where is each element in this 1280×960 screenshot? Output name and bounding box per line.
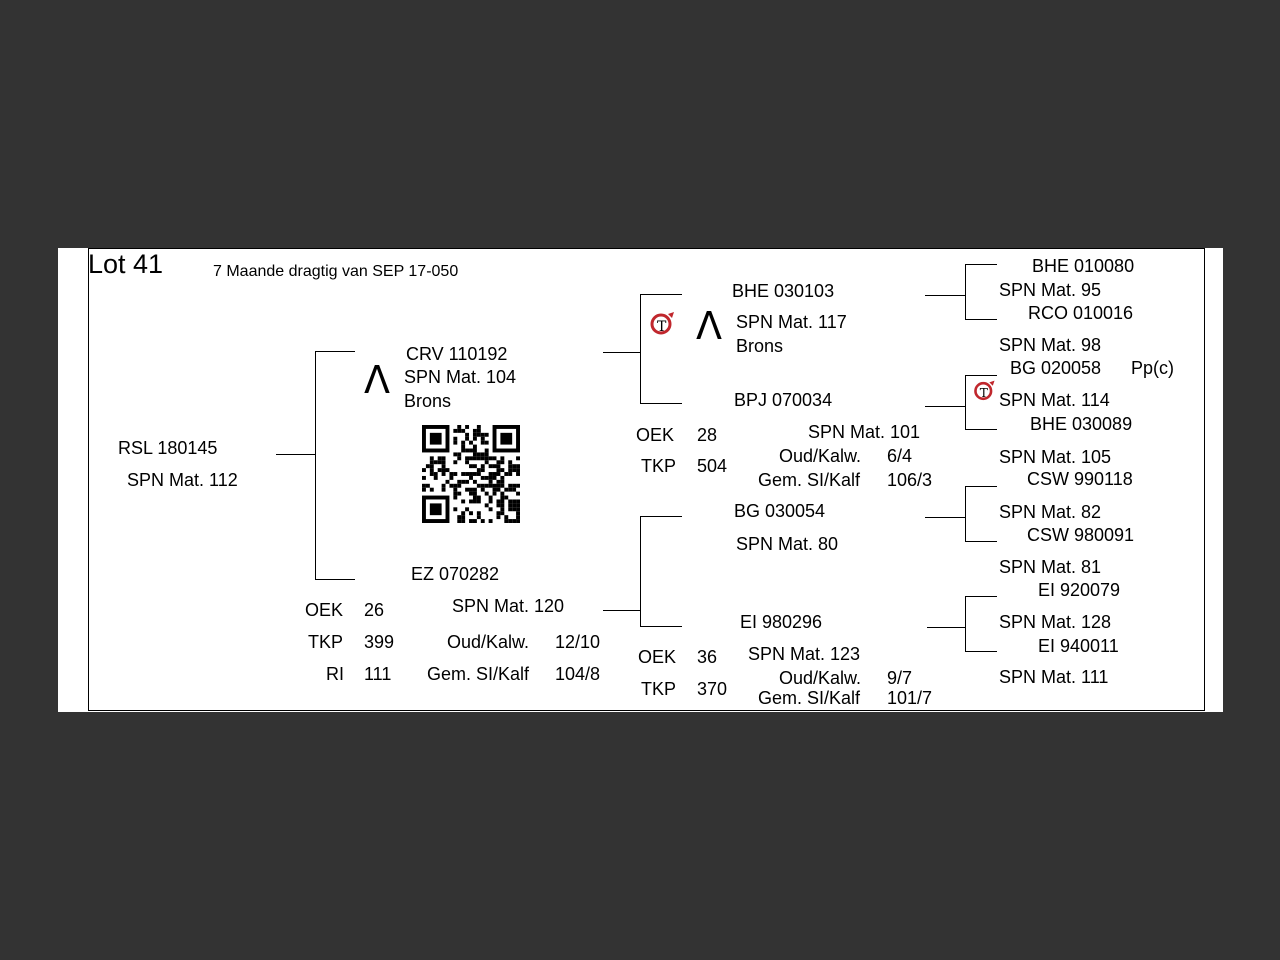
sire-dam-gem-label: Gem. SI/Kalf: [758, 470, 861, 490]
sire-dam-oud-label: Oud/Kalw.: [779, 446, 862, 466]
dam-ri-label: RI: [326, 664, 344, 684]
connector-line: [965, 375, 997, 376]
connector-line: [965, 319, 997, 320]
sire-dam-oek-label: OEK: [636, 425, 675, 445]
connector-line: [925, 295, 966, 296]
pedigree-page: Lot 41 7 Maande dragtig van SEP 17-050 R…: [58, 248, 1223, 712]
gt-logo-icon: T: [648, 311, 678, 337]
connector-line: [315, 579, 355, 580]
dam-dam-oud: 9/7: [887, 668, 913, 688]
connector-line: [640, 626, 682, 627]
dam-dam-gem-label: Gem. SI/Kalf: [758, 688, 861, 708]
connector-line: [965, 541, 997, 542]
dam-sire-dam-mat: SPN Mat. 81: [999, 557, 1102, 577]
connector-line: [965, 375, 966, 430]
dam-dam-gem: 101/7: [887, 688, 933, 708]
sire-sire-sire-mat: SPN Mat. 95: [999, 280, 1102, 300]
sire-dam-oek: 28: [697, 425, 718, 445]
dam-id: EZ 070282: [411, 564, 500, 584]
animal-mat: SPN Mat. 112: [127, 470, 238, 490]
dam-ri: 111: [364, 664, 392, 684]
dam-oud-label: Oud/Kalw.: [447, 632, 530, 652]
connector-line: [276, 454, 316, 455]
dam-dam-oek: 36: [697, 647, 718, 667]
dam-sire-id: BG 030054: [734, 501, 826, 521]
dam-gem: 104/8: [555, 664, 601, 684]
sire-dam-sire-mat: SPN Mat. 114: [999, 390, 1110, 410]
animal-id: RSL 180145: [118, 438, 218, 458]
sire-dam-sire-tag: Pp(c): [1131, 358, 1175, 378]
dam-dam-oek-label: OEK: [638, 647, 677, 667]
sire-sire-grade: Brons: [736, 336, 784, 356]
dam-tkp-label: TKP: [308, 632, 344, 652]
connector-line: [315, 351, 316, 580]
sire-sire-id: BHE 030103: [732, 281, 835, 301]
dam-dam-dam-id: EI 940011: [1038, 636, 1119, 656]
connector-line: [315, 351, 355, 352]
connector-line: [927, 627, 966, 628]
connector-line: [925, 517, 966, 518]
dam-mat: SPN Mat. 120: [452, 596, 565, 616]
sire-mark: Λ: [364, 358, 390, 402]
connector-line: [603, 352, 641, 353]
gt-logo-icon: T: [972, 379, 1002, 405]
dam-dam-dam-mat: SPN Mat. 111: [999, 667, 1109, 687]
dam-gem-label: Gem. SI/Kalf: [427, 664, 530, 684]
svg-text:T: T: [657, 319, 667, 335]
dam-oek: 26: [364, 600, 385, 620]
sire-dam-dam-mat: SPN Mat. 105: [999, 447, 1112, 467]
connector-line: [640, 516, 682, 517]
dam-dam-mat: SPN Mat. 123: [748, 644, 861, 664]
dam-dam-sire-mat: SPN Mat. 128: [999, 612, 1112, 632]
sire-dam-gem: 106/3: [887, 470, 933, 490]
connector-line: [925, 406, 966, 407]
connector-line: [640, 294, 682, 295]
dam-sire-dam-id: CSW 980091: [1027, 525, 1135, 545]
sire-sire-dam-mat: SPN Mat. 98: [999, 335, 1102, 355]
dam-dam-oud-label: Oud/Kalw.: [779, 668, 862, 688]
connector-line: [640, 516, 641, 627]
dam-sire-sire-mat: SPN Mat. 82: [999, 502, 1102, 522]
connector-line: [965, 429, 997, 430]
connector-line: [965, 596, 997, 597]
sire-sire-sire-id: BHE 010080: [1032, 256, 1135, 276]
connector-line: [640, 403, 682, 404]
dam-sire-sire-id: CSW 990118: [1027, 469, 1133, 489]
connector-line: [603, 610, 641, 611]
dam-oud: 12/10: [555, 632, 601, 652]
sire-id: CRV 110192: [406, 344, 508, 364]
dam-tkp: 399: [364, 632, 395, 652]
dam-sire-mat: SPN Mat. 80: [736, 534, 839, 554]
connector-line: [965, 264, 966, 320]
sire-dam-tkp: 504: [697, 456, 728, 476]
dam-dam-sire-id: EI 920079: [1038, 580, 1121, 600]
sire-mat: SPN Mat. 104: [404, 367, 517, 387]
lot-title: Lot 41: [88, 249, 164, 279]
dam-oek-label: OEK: [305, 600, 344, 620]
connector-line: [965, 264, 997, 265]
dam-dam-id: EI 980296: [740, 612, 823, 632]
svg-text:T: T: [980, 386, 988, 400]
sire-sire-dam-id: RCO 010016: [1028, 303, 1134, 323]
connector-line: [640, 294, 641, 404]
connector-line: [965, 596, 966, 652]
connector-line: [965, 486, 997, 487]
sire-dam-oud: 6/4: [887, 446, 913, 466]
sire-dam-mat: SPN Mat. 101: [808, 422, 921, 442]
dam-dam-tkp: 370: [697, 679, 728, 699]
pedigree-frame: [88, 248, 1205, 711]
sire-sire-mat: SPN Mat. 117: [736, 312, 847, 332]
sire-grade: Brons: [404, 391, 452, 411]
connector-line: [965, 651, 997, 652]
connector-line: [965, 486, 966, 542]
sire-sire-mark: Λ: [696, 304, 722, 348]
sire-dam-dam-id: BHE 030089: [1030, 414, 1133, 434]
qr-code-icon: [422, 425, 520, 523]
sire-dam-sire-id: BG 020058: [1010, 358, 1102, 378]
dam-dam-tkp-label: TKP: [641, 679, 677, 699]
sire-dam-tkp-label: TKP: [641, 456, 677, 476]
lot-note: 7 Maande dragtig van SEP 17-050: [213, 263, 459, 280]
sire-dam-id: BPJ 070034: [734, 390, 833, 410]
